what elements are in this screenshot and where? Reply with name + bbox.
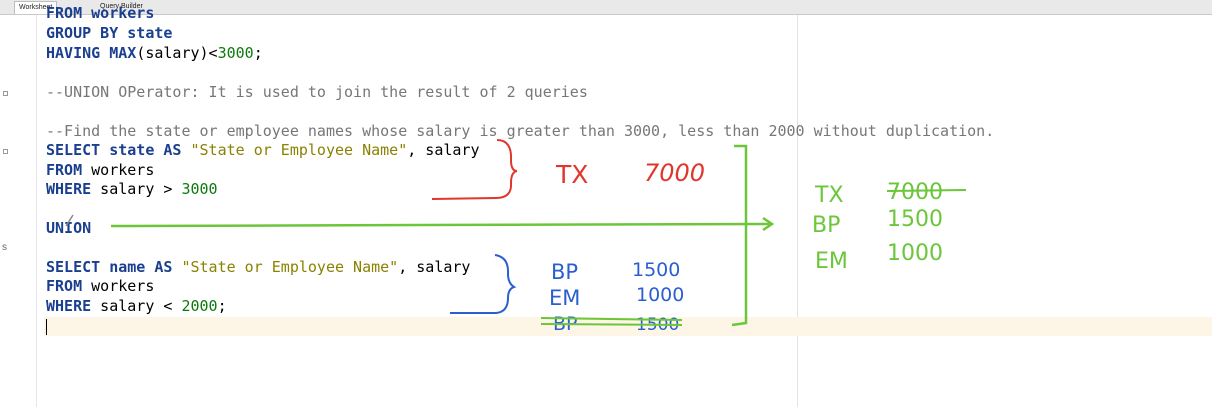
green-result-bp: BP: [812, 213, 840, 238]
code-token: FROM: [46, 161, 83, 179]
code-token: GROUP BY state: [46, 24, 173, 42]
code-token: workers: [82, 161, 155, 179]
green-strikethrough-2: [540, 323, 683, 326]
left-panel-splitter-glyph[interactable]: s: [2, 242, 7, 253]
code-token: ;: [253, 44, 263, 62]
code-token: (salary)<: [136, 44, 218, 62]
code-token: FROM workers: [46, 4, 155, 22]
red-note-7000: 7000: [644, 159, 705, 187]
tab-query-builder[interactable]: Query Builder: [100, 3, 143, 10]
code-line-where-lt: WHERE salary < 2000;: [46, 297, 227, 316]
code-token: 3000: [181, 180, 218, 198]
blue-note-em: EM: [549, 286, 580, 310]
blue-brace: [450, 254, 517, 314]
code-token: WHERE: [46, 297, 92, 315]
code-token: , salary: [407, 141, 480, 159]
green-strike-7000: [886, 189, 967, 192]
code-token: , salary: [398, 258, 471, 276]
blue-note-bp: BP: [551, 260, 578, 284]
editor-right-margin-guide: [797, 15, 798, 407]
red-note-tx: TX: [555, 160, 588, 189]
code-line-select-name: SELECT name AS "State or Employee Name",…: [46, 258, 470, 277]
blue-note-1500: 1500: [632, 259, 680, 281]
code-token: name: [109, 258, 146, 276]
code-line-having: HAVING MAX(salary)<3000;: [46, 44, 263, 63]
code-token: SELECT: [46, 141, 101, 159]
code-token: state: [109, 141, 155, 159]
code-line-from: FROM workers: [46, 4, 154, 23]
code-line-from-workers-1: FROM workers: [46, 161, 154, 180]
code-token: UNION: [46, 219, 92, 237]
code-comment: --Find the state or employee names whose…: [46, 122, 995, 140]
code-token: AS: [154, 258, 173, 276]
green-union-arrow-line: [110, 222, 771, 228]
code-line-union-comment: --UNION OPerator: It is used to join the…: [46, 83, 588, 102]
code-token: 2000: [181, 297, 218, 315]
current-line-highlight: [44, 317, 1212, 336]
code-token: 3000: [217, 44, 254, 62]
green-bracket: [731, 144, 748, 327]
green-result-1000: 1000: [887, 241, 943, 266]
green-result-em: EM: [815, 249, 848, 274]
code-token: workers: [82, 277, 155, 295]
code-line-group-by: GROUP BY state: [46, 24, 172, 43]
code-token: WHERE: [46, 180, 92, 198]
code-line-find-comment: --Find the state or employee names whose…: [46, 122, 994, 141]
code-token: SELECT: [46, 258, 101, 276]
editor-tab-bar: Worksheet Query Builder: [0, 0, 1212, 15]
tab-worksheet[interactable]: Worksheet: [14, 1, 58, 14]
code-comment: --UNION OPerator: It is used to join the…: [46, 83, 588, 101]
code-token: salary <: [91, 297, 182, 315]
code-token: ;: [217, 297, 227, 315]
green-result-7000: 7000: [887, 180, 943, 205]
fold-marker-union-comment[interactable]: [3, 91, 8, 96]
code-token: AS: [163, 141, 182, 159]
pen-cursor-icon: [65, 214, 74, 227]
green-strikethrough-1: [540, 317, 683, 321]
code-token: HAVING MAX: [46, 44, 137, 62]
red-brace: [431, 139, 518, 200]
code-line-union: UNION: [46, 219, 91, 238]
fold-marker-select-1[interactable]: [3, 149, 8, 154]
code-line-where-gt: WHERE salary > 3000: [46, 180, 218, 199]
code-token: FROM: [46, 277, 83, 295]
left-panel-strip: [0, 15, 13, 407]
green-result-1500: 1500: [887, 207, 943, 232]
green-result-tx: TX: [814, 183, 844, 208]
code-string: "State or Employee Name": [190, 141, 408, 159]
code-token: salary >: [91, 180, 182, 198]
code-string: "State or Employee Name": [181, 258, 399, 276]
editor-gutter-edge: [36, 15, 37, 407]
code-line-from-workers-2: FROM workers: [46, 277, 154, 296]
code-line-select-state: SELECT state AS "State or Employee Name"…: [46, 141, 480, 160]
text-caret: [46, 319, 47, 335]
blue-note-1000: 1000: [636, 284, 684, 306]
green-arrow-head: [762, 216, 775, 232]
